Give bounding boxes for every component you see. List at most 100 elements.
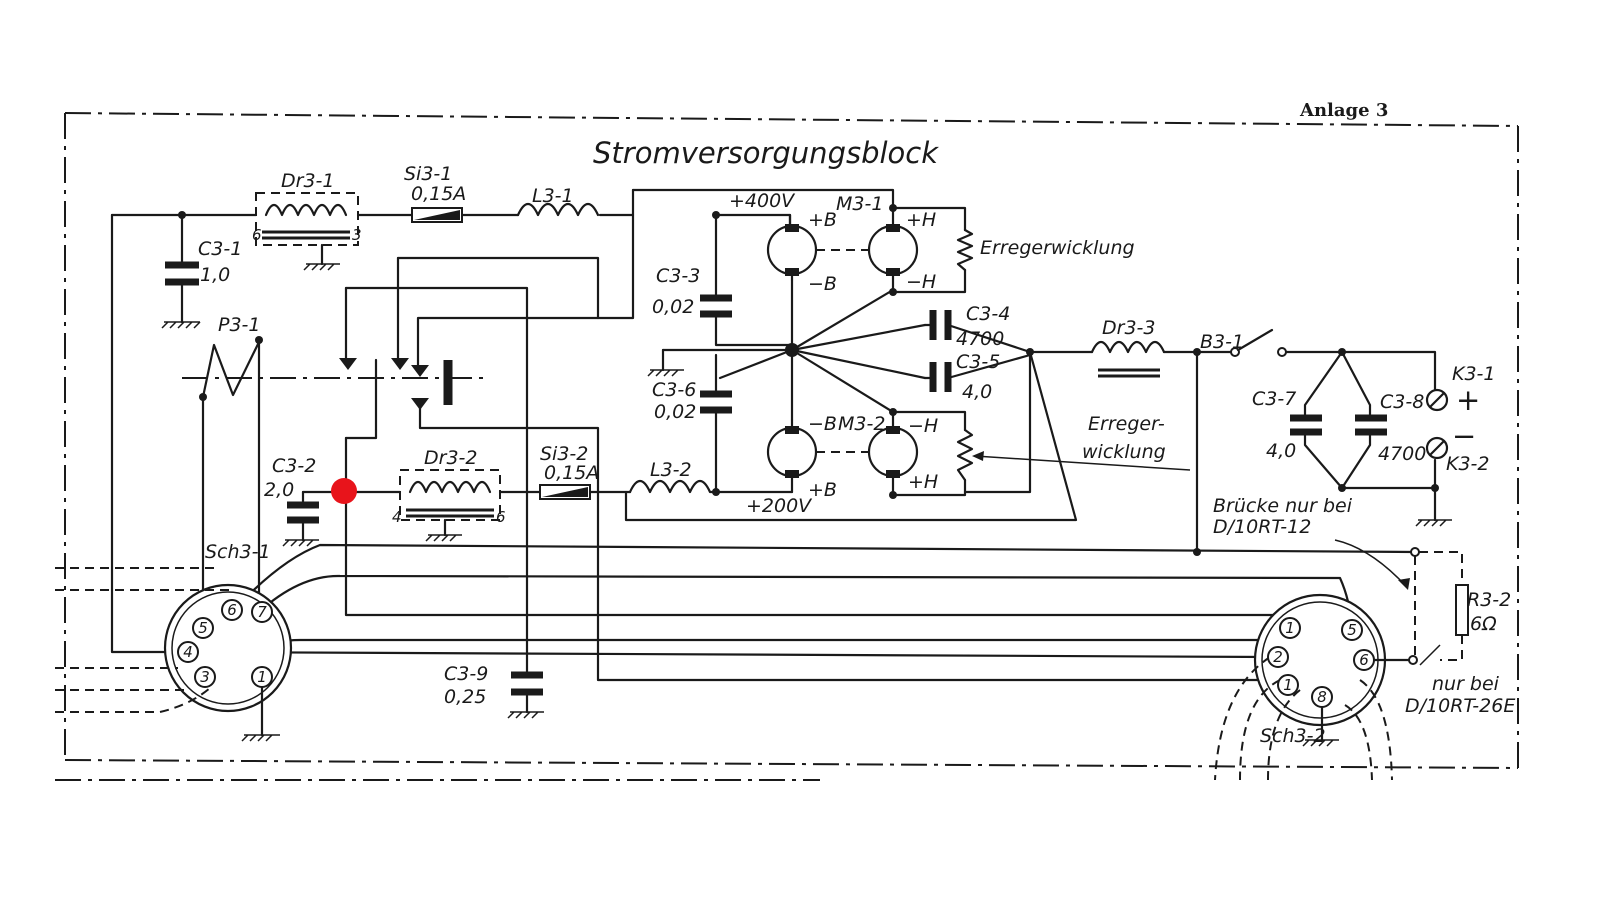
c3-2-value: 2,0 — [264, 479, 294, 501]
m3-2-minus-b: −B — [808, 413, 837, 435]
c3-5-value: 4,0 — [962, 381, 992, 403]
m3-1-plus-b: +B — [808, 209, 837, 231]
capacitor-c3-4 — [923, 310, 1032, 354]
l3-2-label: L3-2 — [650, 459, 692, 481]
dr3-1-label: Dr3-1 — [281, 170, 334, 192]
connector-pin-number: 8 — [1317, 688, 1327, 706]
field-winding-bottom — [956, 428, 974, 482]
capacitor-c3-9 — [507, 671, 544, 719]
dr3-1-pin-6: 6 — [252, 226, 262, 244]
k3-2-minus: − — [1452, 419, 1476, 453]
c3-3-value: 0,02 — [652, 296, 694, 318]
m3-2-plus-h: +H — [908, 471, 938, 493]
m3-2-plus-b: +B — [808, 479, 837, 501]
connector-pin-number: 1 — [1285, 619, 1295, 637]
c3-8-label: C3-8 — [1380, 391, 1424, 413]
sch3-2-label: Sch3-2 — [1260, 725, 1326, 747]
capacitor-c3-7-c3-8 — [1290, 348, 1452, 527]
c3-2-label: C3-2 — [272, 455, 316, 477]
inductor-l3-1 — [516, 202, 600, 217]
m3-2-minus-h: −H — [908, 415, 938, 437]
terminal-k3 — [1425, 388, 1449, 460]
motor-m3-2 — [766, 408, 967, 499]
star-node — [718, 278, 927, 422]
switch-b3-1 — [1230, 328, 1344, 357]
connector-pin-number: 2 — [1273, 648, 1283, 666]
junction-node — [712, 488, 720, 496]
inductor-l3-2 — [628, 479, 794, 494]
erregerwicklung-top-label: Erregerwicklung — [980, 237, 1135, 259]
connector-pin-number: 1 — [257, 668, 267, 686]
connector-pin — [1353, 649, 1375, 671]
connector-pin — [1277, 674, 1299, 696]
connector-pin — [1279, 617, 1301, 639]
capacitor-c3-3 — [700, 213, 792, 347]
connector-pin — [221, 599, 243, 621]
connector-pin — [194, 666, 216, 688]
nurbei-label-1: nur bei — [1432, 673, 1500, 695]
connector-sch3-2-pins: 1 5 2 6 1 8 — [1267, 617, 1375, 708]
connector-pin — [1341, 619, 1363, 641]
capacitor-c3-6 — [700, 353, 732, 494]
m3-1-minus-b: −B — [808, 273, 837, 295]
k3-1-plus: + — [1456, 383, 1480, 417]
junction-node — [1026, 348, 1034, 356]
motor-m3-1 — [766, 204, 967, 296]
c3-7-label: C3-7 — [1252, 388, 1296, 410]
capacitor-c3-2 — [282, 490, 402, 547]
cable-runs — [186, 543, 1417, 679]
main-rail — [110, 188, 895, 654]
connector-pin — [1311, 686, 1333, 708]
sch3-1-label: Sch3-1 — [205, 541, 271, 563]
connector-pin — [192, 617, 214, 639]
connector-pin-number: 5 — [1347, 621, 1357, 639]
connector-pin-number: 1 — [1283, 676, 1293, 694]
connector-pin-number: 3 — [200, 668, 210, 686]
connector-pin-number: 7 — [257, 603, 267, 621]
c3-6-value: 0,02 — [654, 401, 696, 423]
resistor-r3-2 — [1410, 547, 1469, 666]
c3-3-label: C3-3 — [656, 265, 700, 287]
red-marker — [331, 478, 357, 504]
dr3-2-pin-6: 6 — [496, 508, 506, 526]
m3-2-label: M3-2 — [838, 413, 885, 435]
c3-5-label: C3-5 — [956, 351, 1000, 373]
connector-pin-number: 6 — [227, 601, 237, 619]
junction-node — [1193, 548, 1201, 556]
m3-1-minus-h: −H — [906, 271, 936, 293]
bridge-pointer-arrow — [1398, 578, 1410, 590]
dr3-2-pin-4: 4 — [392, 508, 402, 526]
capacitor-c3-5 — [923, 353, 1032, 392]
choke-dr3-3 — [624, 340, 1234, 522]
connector-sch3-1 — [55, 567, 293, 742]
pointer-arrow — [972, 451, 984, 461]
k3-1-label: K3-1 — [1452, 363, 1496, 385]
dr3-2-label: Dr3-2 — [424, 447, 477, 469]
r3-2-label: R3-2 — [1467, 589, 1511, 611]
dr3-1-pin-3: 3 — [352, 226, 362, 244]
relay-p3-1 — [182, 336, 490, 614]
capacitor-c3-1 — [161, 213, 201, 329]
c3-4-label: C3-4 — [966, 303, 1010, 325]
c3-7-value: 4,0 — [1266, 440, 1296, 462]
si3-2-label: Si3-2 — [540, 443, 588, 465]
annex-label: Anlage 3 — [1299, 100, 1388, 121]
m3-1-plus-h: +H — [906, 209, 936, 231]
m3-1-label: M3-1 — [836, 193, 883, 215]
c3-4-value: 4700 — [956, 328, 1004, 350]
connector-pin — [251, 666, 273, 688]
b3-1-label: B3-1 — [1200, 331, 1244, 353]
l3-1-label: L3-1 — [532, 185, 574, 207]
bridge-pointer-line — [1334, 539, 1406, 586]
bruecke-label-2: D/10RT-12 — [1213, 516, 1311, 538]
c3-1-value: 1,0 — [200, 264, 230, 286]
wire-400v — [714, 213, 792, 230]
block-frame — [55, 112, 1519, 781]
connector-pin — [1267, 646, 1289, 668]
fuse-si3-1 — [411, 207, 463, 223]
choke-dr3-1 — [255, 192, 359, 271]
si3-1-rating: 0,15A — [411, 183, 466, 205]
connector-pin-number: 6 — [1359, 651, 1369, 669]
